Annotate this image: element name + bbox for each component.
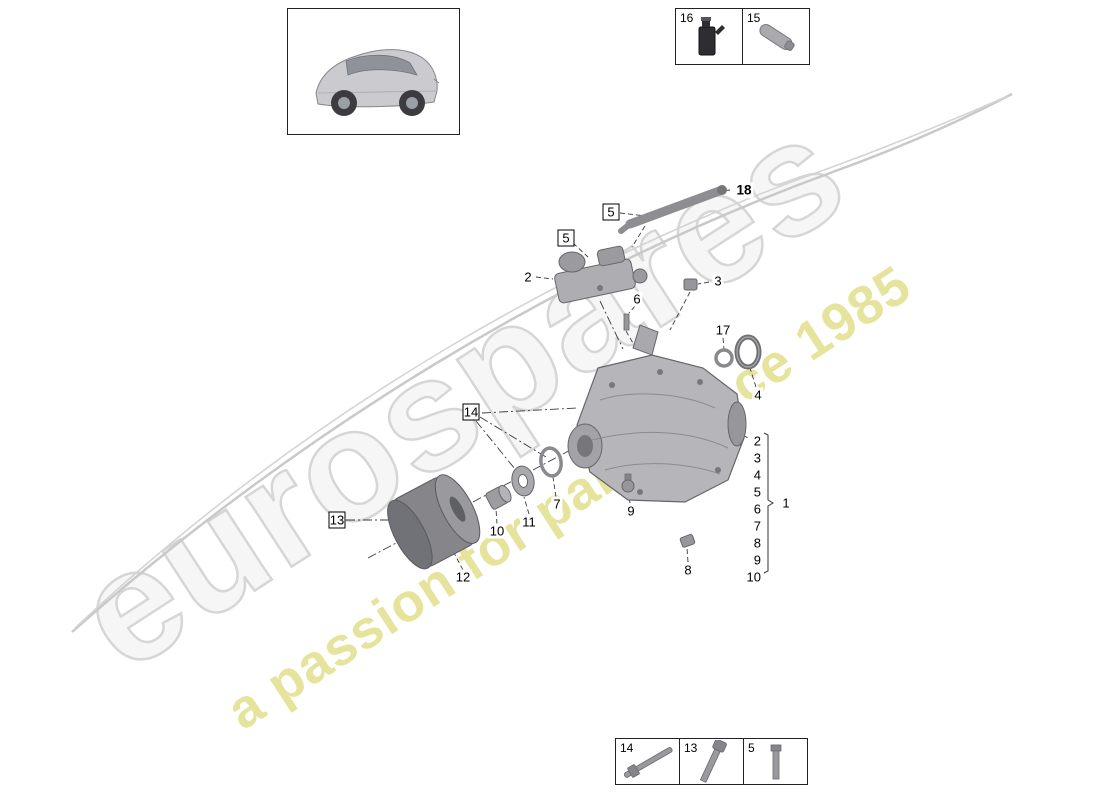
ref-group-label: 1 [780,495,792,511]
callout-14: 14 [462,403,480,421]
ref-list-item-3: 3 [752,450,762,466]
ref-list-item-6: 6 [752,501,762,517]
legend-cell-15: 15 [742,9,809,64]
callout-13: 13 [328,511,346,529]
ref-list-item-5: 5 [752,484,762,500]
callout-2: 2 [522,269,534,285]
ref-list-item-2: 2 [752,433,762,449]
oil-bottle-icon [698,16,725,55]
hex-bolt-icon [699,739,727,783]
swoosh-graphic [71,92,1013,633]
retaining-ring [539,446,563,478]
legend-cell-16: 16 [676,9,742,64]
legend-cell-5-label: 5 [748,741,755,755]
vehicle-thumbnail-box [287,8,460,135]
car-illustration [315,49,440,116]
ref-list-item-4: 4 [752,467,762,483]
callout-9: 9 [625,503,637,519]
shaft-seal [734,334,762,370]
screw-plug [679,533,696,548]
sleeve-icon [759,23,795,51]
transfer-case-housing [567,324,747,503]
thrust-washer [511,465,535,497]
breather-valve [621,473,635,493]
callout-6: 6 [631,291,643,307]
legend-cell-5: 5 [743,739,807,784]
exploded-parts [387,185,774,574]
legend-cell-14-label: 14 [620,741,634,755]
ref-list-item-9: 9 [752,552,762,568]
callout-11: 11 [520,514,538,530]
bushing [683,278,698,291]
selector-lever [618,185,727,234]
fasteners-legend-box: 14 13 5 [615,738,808,785]
callout-12: 12 [453,569,473,585]
callout-5: 5 [557,229,575,247]
callout-17: 17 [713,322,733,338]
callout-3: 3 [712,273,724,289]
legend-cell-14: 14 [616,739,679,784]
callout-7: 7 [551,496,563,512]
legend-cell-16-label: 16 [680,11,694,25]
consumables-legend-box: 16 15 [675,8,810,65]
callout-10: 10 [487,523,507,539]
clutch-drum [387,474,481,570]
ref-list-item-7: 7 [752,518,762,534]
legend-cell-13: 13 [679,739,743,784]
spacer-sleeve [485,484,512,510]
ref-list-item-10: 10 [745,569,762,585]
ref-group-bracket [763,432,774,574]
callout-18: 18 [734,182,754,198]
o-ring [714,348,734,368]
gear-actuator [554,245,648,304]
stud-short-icon [770,744,781,779]
stud-long-icon [623,746,673,778]
callout-5: 5 [602,203,620,221]
legend-cell-15-label: 15 [747,11,761,25]
ref-list-item-8: 8 [752,535,762,551]
dowel-pin [623,313,630,331]
legend-cell-13-label: 13 [684,741,698,755]
callout-8: 8 [682,562,694,578]
callout-4: 4 [752,387,764,403]
